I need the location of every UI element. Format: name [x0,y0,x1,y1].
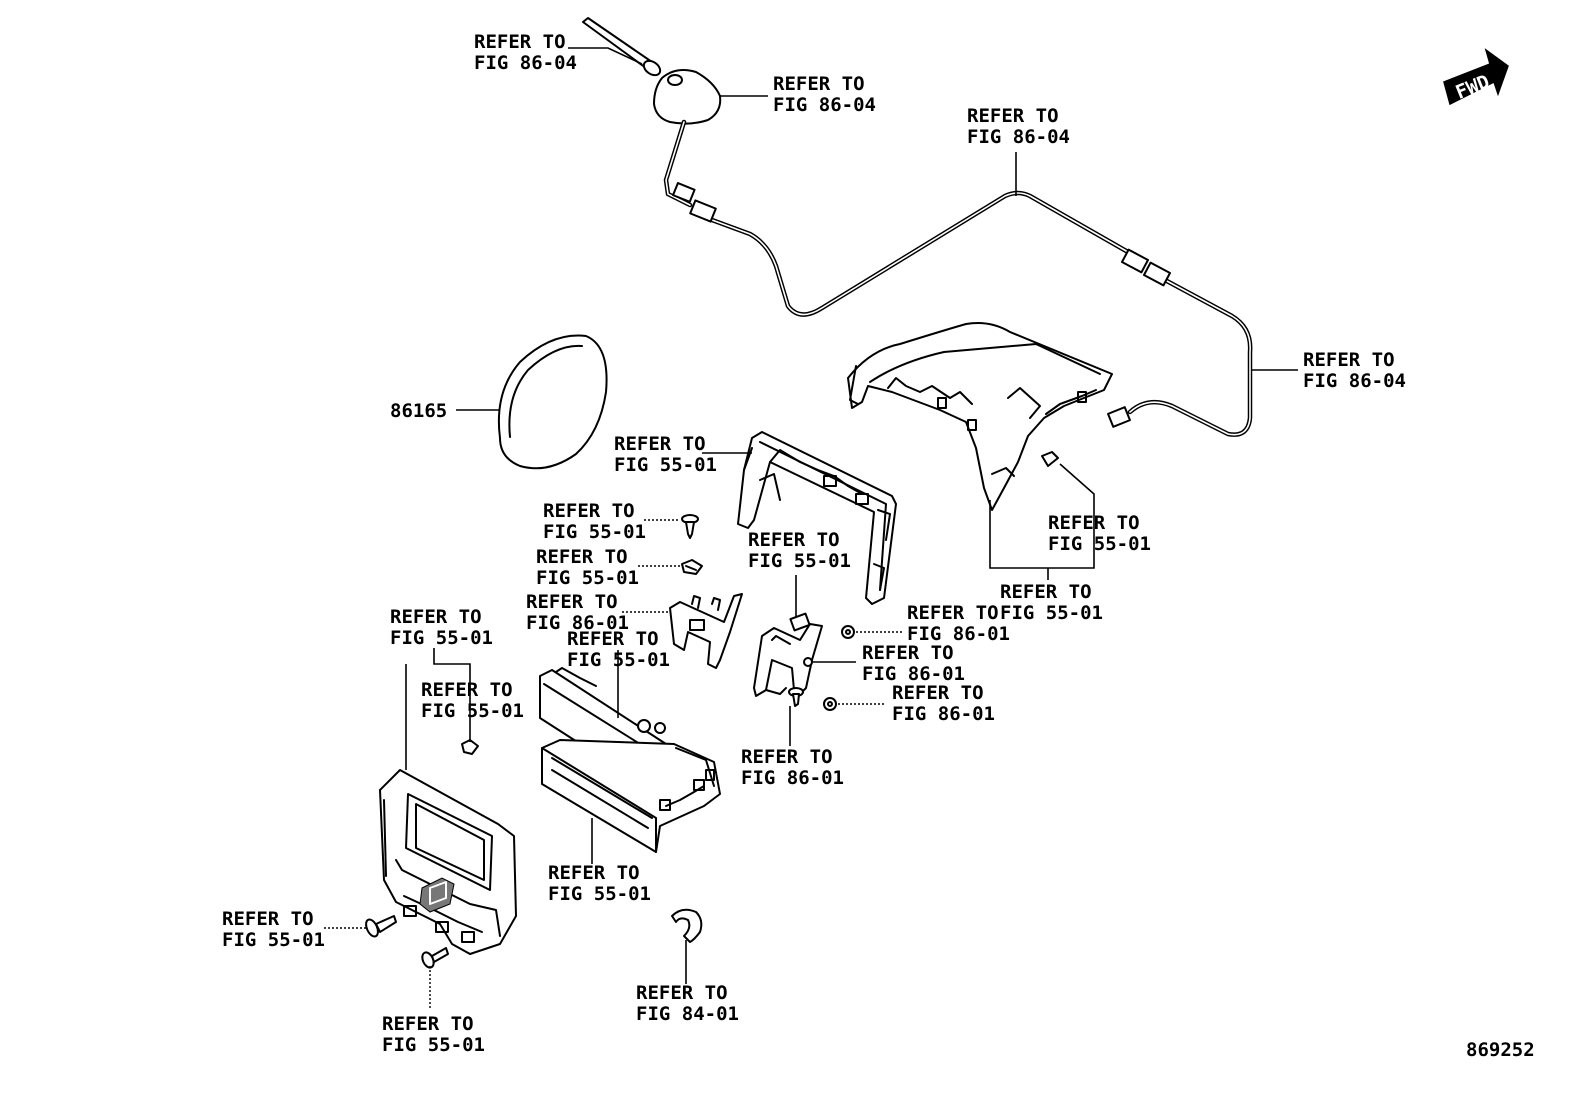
label-b10-line2: FIG 55-01 [548,883,651,905]
label-c2-line1: REFER TO [907,602,999,624]
label-b5-line1: REFER TO [1048,512,1140,534]
label-d1-line2: FIG 84-01 [636,1003,739,1025]
clamp-84-01 [671,908,703,943]
label-a2-line2: FIG 86-04 [773,94,876,116]
bolt-86-01-a [841,625,855,639]
label-b3-line2: FIG 55-01 [536,567,639,589]
bolt-86-01-b [823,697,837,711]
label-b1-line1: REFER TO [614,433,706,455]
label-b11-line1: REFER TO [222,908,314,930]
label-c3-line2: FIG 86-01 [862,663,965,685]
radio-box [541,739,721,853]
label-c5-line2: FIG 86-01 [741,767,844,789]
label-b9-line1: REFER TO [421,679,513,701]
labels: REFER TO FIG 86-04 REFER TO FIG 86-04 RE… [222,31,1535,1061]
label-c5-line1: REFER TO [741,746,833,768]
label-a3-line2: FIG 86-04 [967,126,1070,148]
label-b8-line2: FIG 55-01 [390,627,493,649]
label-c2-line2: FIG 86-01 [907,623,1010,645]
label-b9-line2: FIG 55-01 [421,700,524,722]
instrument-hood [847,322,1113,511]
leader-lines [324,47,1298,1010]
label-c1-line2: FIG 86-01 [526,612,629,634]
label-b4-line1: REFER TO [748,529,840,551]
fwd-arrow-icon: FWD [1443,48,1509,106]
antenna-cable [663,119,1253,437]
label-a1-line1: REFER TO [474,31,566,53]
label-a4-line1: REFER TO [1303,349,1395,371]
clip-upper [681,559,703,575]
label-b4-line2: FIG 55-01 [748,550,851,572]
label-b11-line2: FIG 55-01 [222,929,325,951]
label-a3-line1: REFER TO [967,105,1059,127]
label-a1-line2: FIG 86-04 [474,52,577,74]
label-b2-line1: REFER TO [543,500,635,522]
label-b5-line2: FIG 55-01 [1048,533,1151,555]
label-a4-line2: FIG 86-04 [1303,370,1406,392]
diagram-number: 869252 [1466,1039,1535,1061]
label-b7-line1: REFER TO [567,628,659,650]
label-b8-line1: REFER TO [390,606,482,628]
label-b1-line2: FIG 55-01 [614,454,717,476]
label-c4-line1: REFER TO [892,682,984,704]
label-b2-line2: FIG 55-01 [543,521,646,543]
label-c1-line1: REFER TO [526,591,618,613]
label-b12-line2: FIG 55-01 [382,1034,485,1056]
screw-86-01-c [788,687,804,707]
antenna-base [653,69,722,125]
label-d1-line1: REFER TO [636,982,728,1004]
center-panel [379,769,517,955]
label-c3-line1: REFER TO [862,642,954,664]
screw-lower-a [365,915,397,938]
screw-upper [681,514,699,539]
antenna-rod [582,17,662,77]
bracket-left [669,593,743,669]
label-a2-line1: REFER TO [773,73,865,95]
cover-86165 [497,334,608,470]
label-part-86165: 86165 [390,400,447,422]
meter-bezel [737,431,897,605]
label-b6-line1: REFER TO [1000,581,1092,603]
label-c4-line2: FIG 86-01 [892,703,995,725]
label-b7-line2: FIG 55-01 [567,649,670,671]
bracket-right [753,612,823,697]
screw-lower-b [421,947,449,969]
label-b12-line1: REFER TO [382,1013,474,1035]
label-b6-line2: FIG 55-01 [1000,602,1103,624]
label-b10-line1: REFER TO [548,862,640,884]
clip-panel [461,739,479,755]
clip-hood [1041,451,1059,467]
label-b3-line1: REFER TO [536,546,628,568]
